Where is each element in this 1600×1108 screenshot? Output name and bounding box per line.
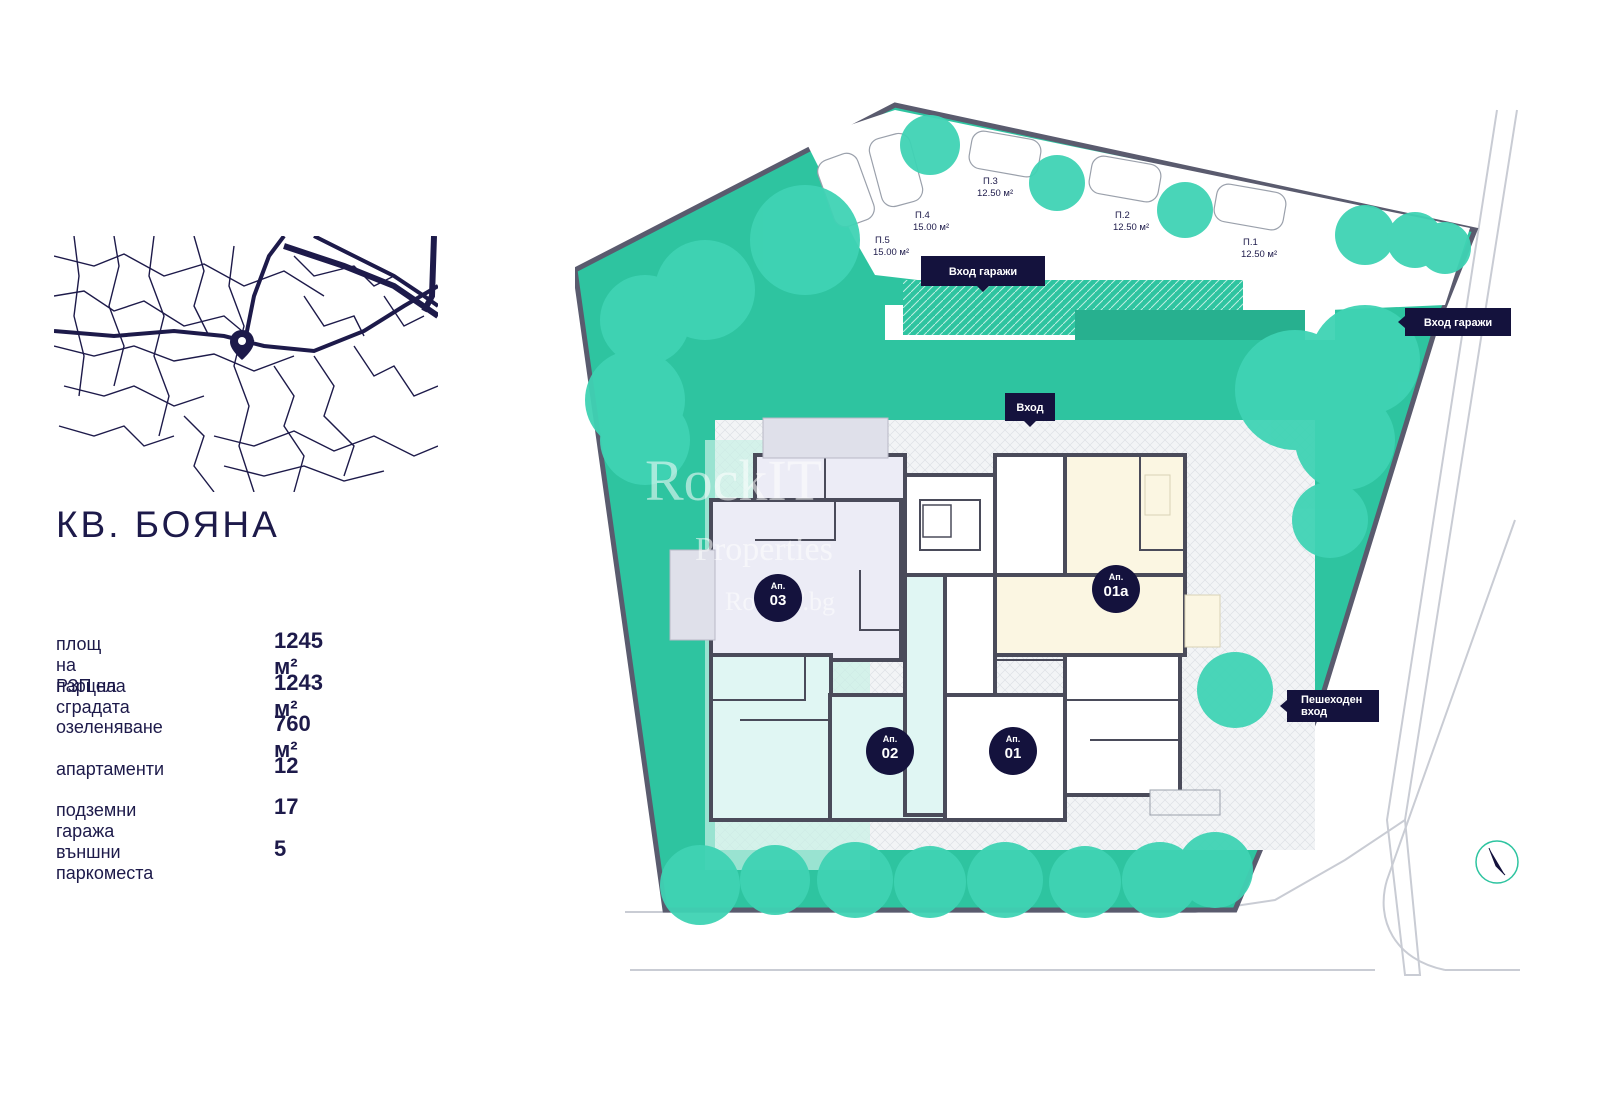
apartment-number: 01a — [1103, 583, 1129, 600]
fact-value: 760 м² — [274, 711, 311, 762]
north-arrow-icon — [1475, 840, 1519, 884]
apartment-marker-01a[interactable]: Ап. 01a — [1092, 565, 1140, 613]
interior-walls — [711, 455, 1185, 741]
parking-p2-name: П.2 — [1115, 210, 1130, 221]
apartment-number: 01 — [1005, 745, 1022, 762]
fact-value: 1243 м² — [274, 669, 323, 721]
fact-value: 17 — [274, 794, 299, 819]
apartment-marker-01[interactable]: Ап. 01 — [989, 727, 1037, 775]
balcony-ne — [1144, 474, 1171, 516]
terrace-north — [762, 417, 889, 459]
apartment-prefix: Ап. — [883, 734, 897, 744]
sign-text: Вход гаражи — [1424, 317, 1492, 329]
fact-label: външни паркоместа — [56, 841, 154, 883]
parking-p3-area: 12.50 м² — [977, 188, 1013, 199]
sign-text: Вход — [1016, 402, 1043, 414]
parking-p5-area: 15.00 м² — [873, 247, 909, 258]
apartment-prefix: Ап. — [771, 581, 785, 591]
parking-p1-name: П.1 — [1243, 237, 1258, 248]
fact-label: апартаменти — [56, 758, 165, 779]
street-map-graphic — [54, 236, 438, 492]
fact-label: подземни гаража — [56, 800, 137, 841]
site-plan-drawing: П.3 12.50 м² П.4 15.00 м² П.5 15.00 м² П… — [575, 102, 1520, 976]
parking-p4-name: П.4 — [915, 210, 930, 221]
site-plan: П.3 12.50 м² П.4 15.00 м² П.5 15.00 м² П… — [575, 100, 1575, 1010]
sign-entrance: Вход — [1005, 393, 1055, 427]
fact-value: 12 — [274, 752, 299, 778]
sign-text-line2: вход — [1301, 706, 1327, 718]
apartment-number: 02 — [882, 745, 899, 762]
watermark-line1: RockIT — [645, 448, 822, 513]
district-title: КВ. БОЯНА — [56, 504, 280, 545]
apartment-prefix: Ап. — [1006, 734, 1020, 744]
balcony-west — [669, 549, 716, 641]
steps — [1149, 789, 1221, 816]
apartment-marker-02[interactable]: Ап. 02 — [866, 727, 914, 775]
parking-p2-area: 12.50 м² — [1113, 222, 1149, 233]
sign-text-line1: Пешеходен — [1301, 694, 1362, 706]
apartment-marker-03[interactable]: Ап. 03 — [754, 574, 802, 622]
fact-value: 1245 м² — [274, 628, 323, 679]
watermark-line2: Properties — [695, 531, 833, 568]
trees — [585, 115, 1471, 925]
sign-garage-entry-top: Вход гаражи — [921, 256, 1045, 292]
elevator-shaft — [922, 504, 952, 538]
sign-text: Вход гаражи — [949, 266, 1017, 278]
location-map — [54, 236, 438, 492]
fact-value: 5 — [274, 835, 287, 861]
fact-label: озеленяване — [56, 717, 163, 737]
fact-label: РЗП на сградата — [56, 675, 130, 717]
parking-p5-name: П.5 — [875, 235, 890, 246]
parking-p3-name: П.3 — [983, 176, 998, 187]
parking-p1-area: 12.50 м² — [1241, 249, 1277, 260]
balcony-east — [1184, 594, 1221, 648]
apartment-number: 03 — [770, 592, 787, 609]
apartment-prefix: Ап. — [1109, 572, 1123, 582]
parking-p4-area: 15.00 м² — [913, 222, 949, 233]
sign-garage-entry-right: Вход гаражи — [1398, 308, 1511, 336]
sign-pedestrian-entrance: Пешеходен вход — [1280, 690, 1379, 722]
fact-label: площ на парцела — [56, 634, 126, 696]
